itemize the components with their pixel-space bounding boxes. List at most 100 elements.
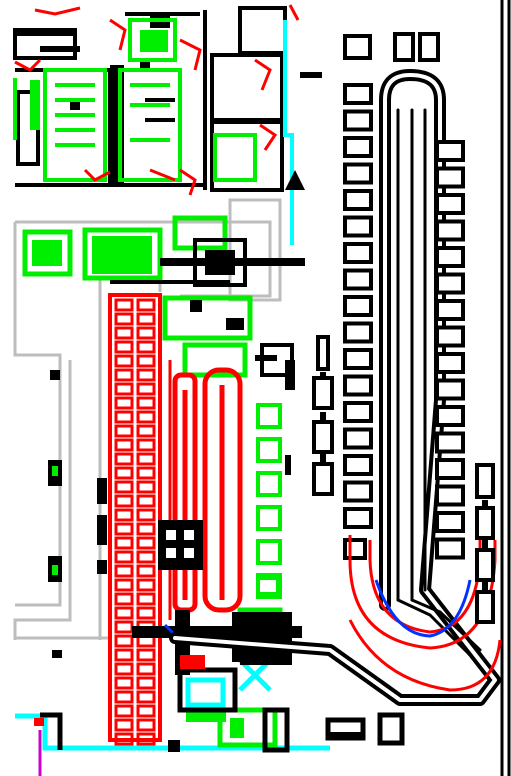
rack-cell (114, 536, 134, 550)
rack-cell (114, 606, 134, 620)
right-box-column (435, 140, 465, 560)
rack-cell (136, 368, 156, 382)
rack-cell (114, 550, 134, 564)
box-slot (343, 427, 373, 450)
box-slot (343, 189, 373, 211)
rack-cell (136, 424, 156, 438)
rack-cell (114, 312, 134, 326)
rack-cell (114, 634, 134, 648)
rack-cell (114, 438, 134, 452)
green-module (256, 403, 282, 429)
red-rack-structure (48, 293, 302, 746)
box-slot (435, 378, 465, 401)
rack-cell (114, 410, 134, 424)
box-slot (435, 511, 465, 533)
box-slot (343, 538, 367, 560)
box-slot (435, 166, 465, 189)
box-slot (435, 299, 465, 321)
box-slot (343, 109, 373, 132)
box-slot (343, 215, 373, 238)
box-slot (435, 272, 465, 295)
rack-cell (114, 690, 134, 704)
top-box-pair (343, 32, 440, 62)
rack-cell (114, 368, 134, 382)
green-module (256, 437, 282, 463)
rack-cell (136, 298, 156, 312)
rack-cell (114, 648, 134, 662)
bottom-left-equipment (15, 607, 405, 776)
vertical-cylinders (312, 335, 495, 624)
rack-cell (114, 522, 134, 536)
rack-cell (136, 466, 156, 480)
rack-cell (114, 578, 134, 592)
rack-cell (136, 396, 156, 410)
rack-cell (114, 620, 134, 634)
green-module (256, 471, 282, 497)
mid-left-equipment (22, 215, 305, 390)
rack-cell (136, 438, 156, 452)
rack-cell (114, 466, 134, 480)
top-left-building (13, 4, 322, 245)
rack-cell (136, 354, 156, 368)
box-slot (435, 431, 465, 454)
box-slot (343, 348, 373, 370)
box-slot (343, 162, 373, 185)
box-slot (435, 352, 465, 374)
box-slot (435, 140, 465, 162)
box-slot (343, 268, 373, 291)
rack-cell (114, 592, 134, 606)
rack-cell (136, 592, 156, 606)
green-module-stack (256, 403, 282, 599)
rack-cell (114, 382, 134, 396)
rack-cell (136, 606, 156, 620)
rack-cell (136, 718, 156, 732)
box-slot (343, 242, 373, 264)
rack-cell (114, 494, 134, 508)
rack-cell (114, 676, 134, 690)
box-slot (343, 83, 373, 105)
rack-cell (136, 382, 156, 396)
rack-cell (136, 732, 156, 746)
rack-cell (136, 690, 156, 704)
rack-cell (136, 648, 156, 662)
rack-cell (114, 704, 134, 718)
rack-cell (136, 452, 156, 466)
rack-cell (136, 508, 156, 522)
rack-cell (136, 564, 156, 578)
box-slot (435, 484, 465, 507)
green-module (256, 576, 280, 596)
main-conveyor (169, 69, 501, 706)
rack-cell (114, 662, 134, 676)
box-slot (343, 401, 373, 423)
box-slot (435, 537, 465, 560)
rack-cell (136, 536, 156, 550)
rack-cell (136, 522, 156, 536)
box-slot (343, 454, 373, 476)
rack-cell (136, 480, 156, 494)
left-box-column (343, 83, 373, 560)
rack-cell (114, 718, 134, 732)
rack-cell (136, 704, 156, 718)
box-slot (435, 219, 465, 242)
box-slot (435, 193, 465, 215)
rack-cell (114, 396, 134, 410)
box-slot (435, 458, 465, 480)
rack-cell (114, 508, 134, 522)
rack-cell (136, 326, 156, 340)
rack-cell (114, 340, 134, 354)
box-slot (343, 295, 373, 317)
box-slot (435, 246, 465, 268)
rack-cell (136, 340, 156, 354)
rack-cell (114, 732, 134, 746)
green-module (256, 505, 282, 531)
rack-cell (114, 564, 134, 578)
rack-cell (114, 480, 134, 494)
rack-cell (136, 312, 156, 326)
rack-cell (136, 494, 156, 508)
box-slot (343, 507, 373, 529)
rack-cell (136, 410, 156, 424)
rack-cell (136, 578, 156, 592)
rack-cell (114, 424, 134, 438)
